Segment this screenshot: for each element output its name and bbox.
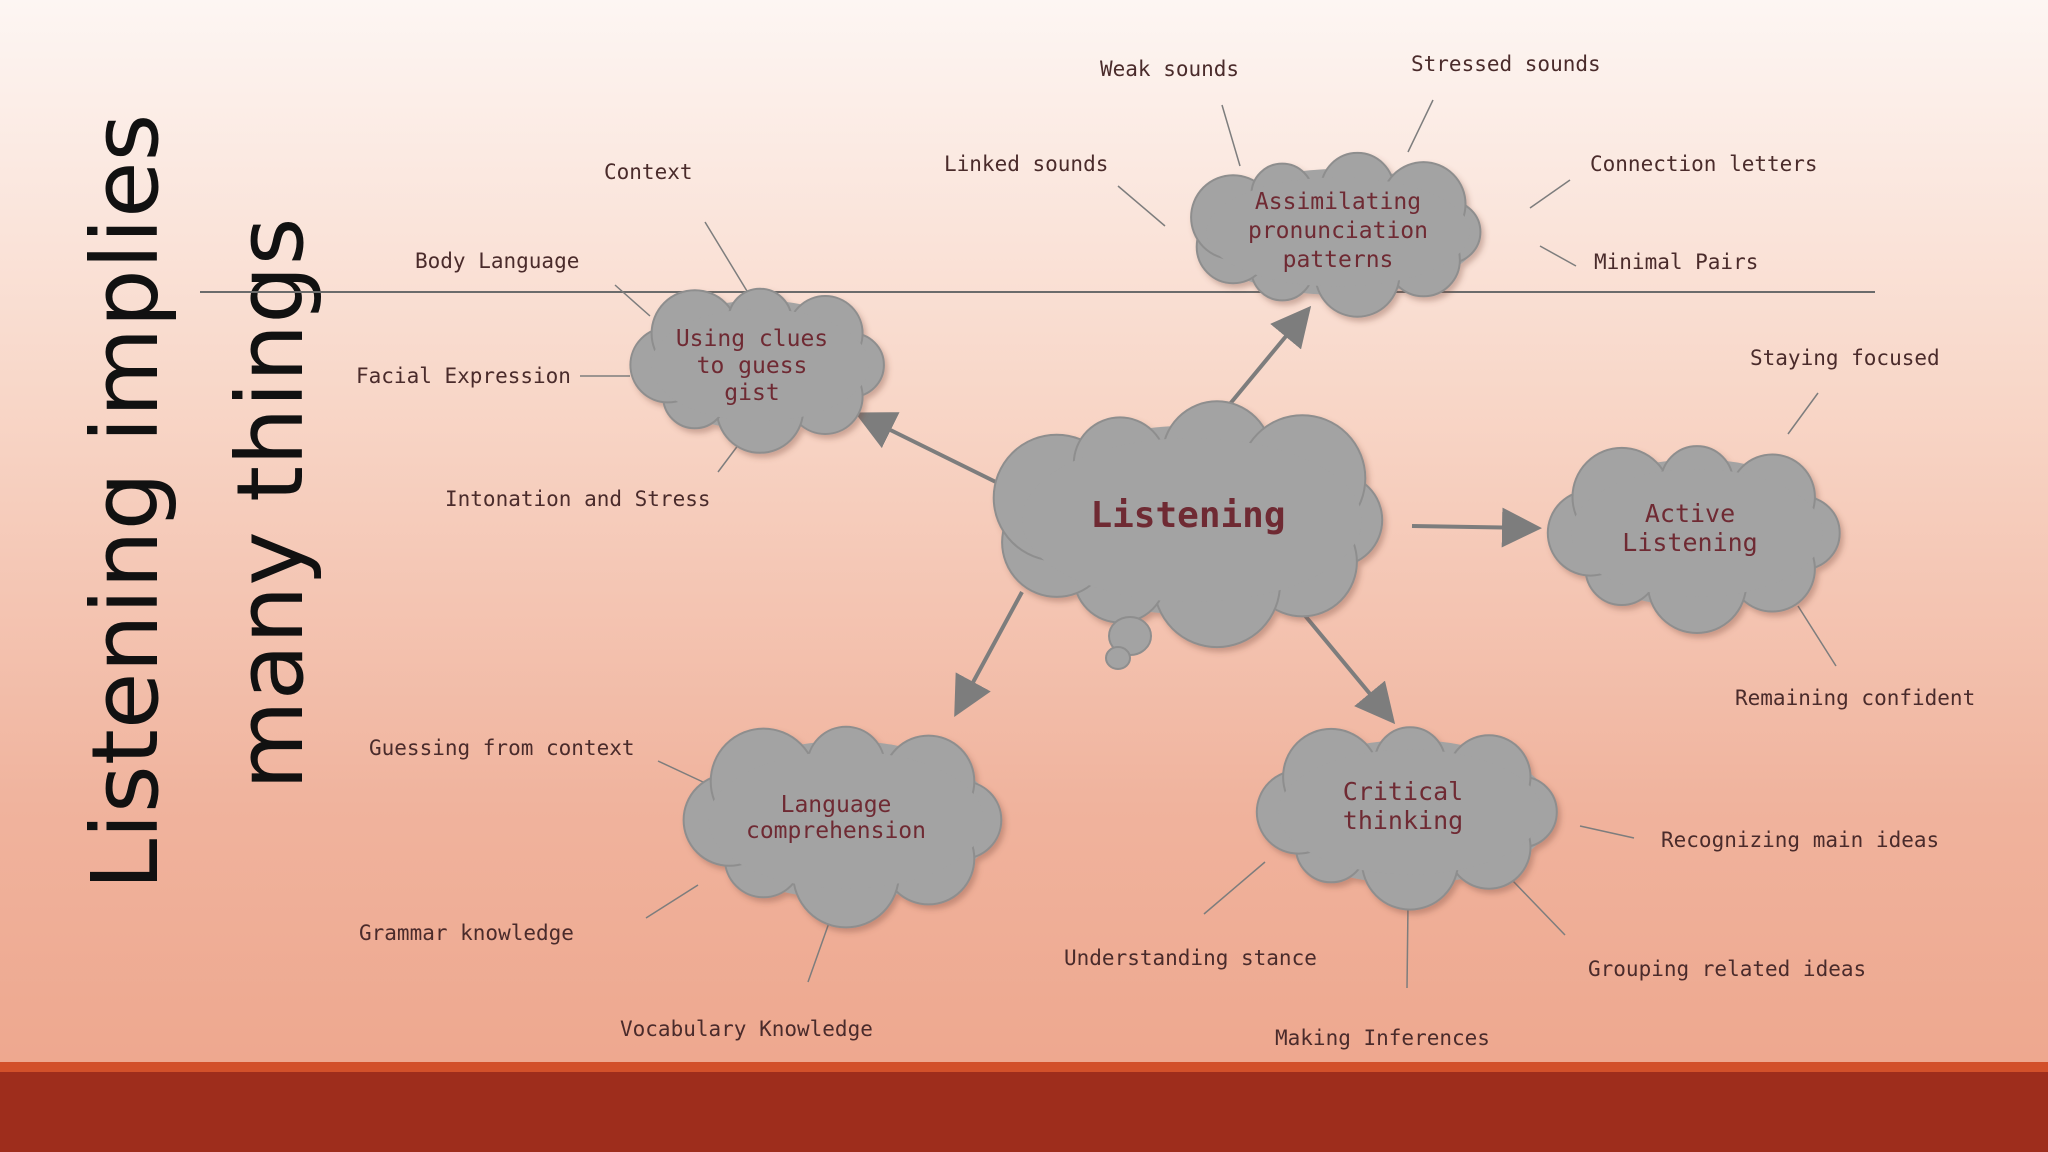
leaf-connection-letters: Connection letters — [1590, 152, 1818, 176]
leaf-recognizing-main-ideas: Recognizing main ideas — [1661, 828, 1939, 852]
leaf-body-language: Body Language — [415, 249, 579, 273]
node-assimilating: Assimilating pronunciation patterns — [1248, 189, 1428, 273]
leaf-facial-expression: Facial Expression — [356, 364, 571, 388]
node-assim-line1: Assimilating — [1255, 189, 1421, 215]
leaf-guessing-from-context: Guessing from context — [369, 736, 635, 760]
node-language: Language comprehension — [746, 792, 926, 844]
cloud-center — [992, 400, 1384, 649]
node-active: Active Listening — [1622, 499, 1757, 557]
node-assim-line2: pronunciation — [1248, 218, 1428, 244]
leaf-labels: Context Body Language Facial Expression … — [356, 52, 1975, 1050]
cloud-assimilating — [1190, 151, 1482, 318]
leaf-staying-focused: Staying focused — [1750, 346, 1940, 370]
node-clues: Using clues to guess gist — [676, 326, 828, 406]
arrow-to-critical — [1300, 610, 1396, 725]
cloud-critical — [1255, 726, 1558, 911]
node-critical-line2: thinking — [1343, 806, 1463, 835]
node-language-line2: comprehension — [746, 818, 926, 844]
leaf-minimal-pairs: Minimal Pairs — [1594, 250, 1758, 274]
leaf-context: Context — [604, 160, 693, 184]
footer-accent-stripe — [0, 1062, 2048, 1072]
cloud-clues — [629, 287, 885, 454]
node-critical-line1: Critical — [1343, 777, 1463, 806]
leaf-stressed-sounds: Stressed sounds — [1411, 52, 1601, 76]
horizontal-rule — [200, 291, 1875, 293]
leaf-making-inferences: Making Inferences — [1275, 1026, 1490, 1050]
footer-bar — [0, 1072, 2048, 1152]
thought-bubble-tail — [1105, 616, 1152, 670]
leaf-connectors — [580, 99, 1837, 989]
node-language-line1: Language — [781, 792, 892, 818]
leaf-linked-sounds: Linked sounds — [944, 152, 1108, 176]
cloud-language — [682, 725, 1003, 929]
node-active-line2: Listening — [1622, 528, 1757, 557]
node-clues-line2: to guess — [697, 353, 808, 379]
arrow-to-active — [1411, 507, 1542, 548]
leaf-understanding-stance: Understanding stance — [1064, 946, 1317, 970]
node-clues-line3: gist — [724, 380, 779, 406]
leaf-vocabulary-knowledge: Vocabulary Knowledge — [620, 1017, 873, 1041]
leaf-weak-sounds: Weak sounds — [1100, 57, 1239, 81]
arrow-to-language — [954, 591, 1024, 718]
leaf-intonation: Intonation and Stress — [445, 487, 711, 511]
arrow-to-clues — [854, 412, 1009, 490]
leaf-remaining-confident: Remaining confident — [1735, 686, 1975, 710]
node-clues-line1: Using clues — [676, 326, 828, 352]
node-active-line1: Active — [1645, 499, 1735, 528]
node-critical: Critical thinking — [1343, 777, 1463, 835]
leaf-grouping-related-ideas: Grouping related ideas — [1588, 957, 1866, 981]
leaf-grammar-knowledge: Grammar knowledge — [359, 921, 574, 945]
center-node: Listening — [1090, 495, 1285, 536]
center-label: Listening — [1090, 495, 1285, 536]
node-assim-line3: patterns — [1283, 247, 1394, 273]
cloud-active — [1546, 445, 1841, 634]
